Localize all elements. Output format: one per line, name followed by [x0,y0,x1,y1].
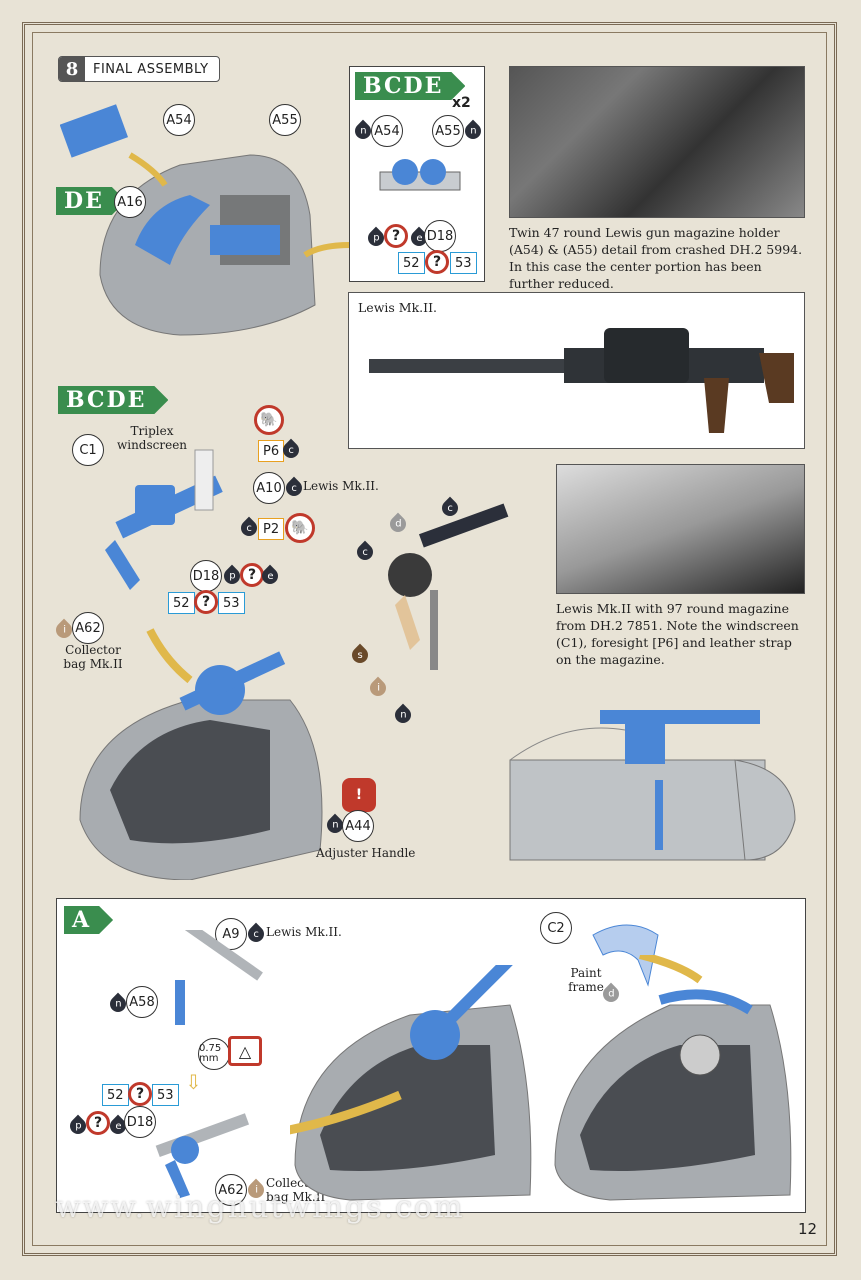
magazine-holder-icon [379,159,461,191]
windscreen-c2-icon [592,924,659,987]
part-c1: C1 [72,434,104,466]
cockpit-a-illustration-2 [554,955,792,1201]
box-a54: A54 [371,115,403,147]
flag-bcde-mid: BCDE [58,386,168,414]
label-lewis-1: Lewis Mk.II. [303,479,379,493]
flag-de: DE [56,187,126,215]
photo-magazine-holder [509,66,805,218]
part-a16: A16 [114,186,146,218]
thickness-075: 0.75 mm [198,1038,230,1070]
box-a55: A55 [432,115,464,147]
part-a44: A44 [342,810,374,842]
part-d18: D18 [190,560,222,592]
label-adjuster: Adjuster Handle [316,846,416,860]
warning-q-5: ? [128,1082,152,1106]
lewis-gun-image [369,328,794,433]
elephant-badge-2: 🐘 [285,513,315,543]
cockpit-nacelle-illustration-top [60,104,350,336]
label-triplex: Triplex windscreen [116,424,188,452]
step-title: FINAL ASSEMBLY [93,61,209,77]
photo-lewis-gun [348,292,805,449]
cockpit-nacelle-illustration-mid [79,628,323,880]
part-d18-a: D18 [124,1106,156,1138]
part-a54: A54 [163,104,195,136]
part-a10: A10 [253,472,285,504]
side-view-illustration [509,710,796,861]
gun-a-assembled-illustration [155,1113,250,1198]
box-d18: D18 [424,220,456,252]
multiplier: x2 [452,95,471,111]
page-number: 12 [798,1220,818,1238]
part-a9: A9 [215,918,247,950]
caption-photo1: Twin 47 round Lewis gun magazine holder … [509,225,803,291]
flag-bcde-top: BCDE [355,72,465,100]
step-header: 8 FINAL ASSEMBLY [58,56,220,82]
painted-gun-illustration [388,503,509,670]
part-a58: A58 [126,986,158,1018]
photo2-label: Lewis Mk.II. [358,300,437,315]
warning-q-2: ? [425,250,449,274]
page-frame-inner [32,32,827,1246]
step-number: 8 [59,57,85,81]
part-a62: A62 [72,612,104,644]
ref-53-a: 53 [152,1084,179,1106]
warning-q-4: ? [194,590,218,614]
part-p2: P2 [258,518,285,540]
page-frame-outer [22,22,837,1256]
cockpit-a-illustration-1 [290,965,532,1201]
watermark: www.wingnutwings.com [55,1190,465,1225]
caption-photo3: Lewis Mk.II with 97 round magazine from … [556,601,799,667]
lewis-gun-parts-illustration [105,449,223,590]
part-a62-a: A62 [215,1174,247,1206]
warning-q-1: ? [384,224,408,248]
part-a55: A55 [269,104,301,136]
warning-q-6: ? [86,1111,110,1135]
ref-52-top: 52 [398,252,425,274]
elephant-badge-1: 🐘 [254,405,284,435]
ref-52-a: 52 [102,1084,129,1106]
gun-a-parts-illustration [167,930,263,1025]
ref-53-mid: 53 [218,592,245,614]
photo-windscreen [556,464,805,594]
down-arrow: ⇩ [185,1070,202,1094]
label-paint-frame: Paint frame [568,966,604,994]
warning-triangle: △ [228,1036,262,1066]
part-c2: C2 [540,912,572,944]
label-collector: Collector bag Mk.II [63,643,123,671]
warning-octagon: ! [342,778,376,812]
ref-53-top: 53 [450,252,477,274]
ref-52-mid: 52 [168,592,195,614]
label-lewis-a: Lewis Mk.II. [266,925,342,939]
